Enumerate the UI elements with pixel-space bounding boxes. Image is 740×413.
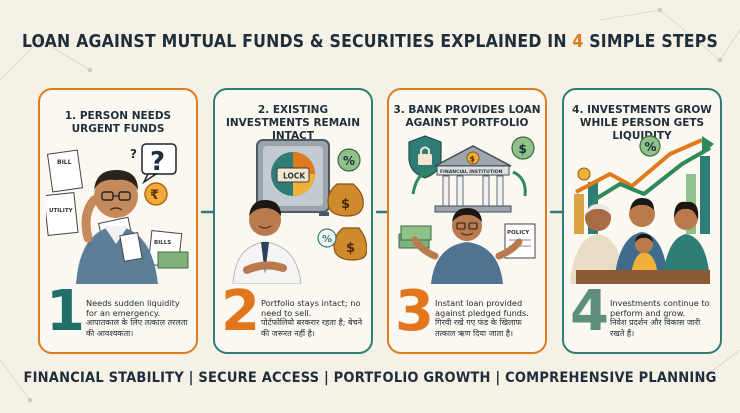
bank-dollar-label: $ — [470, 155, 476, 164]
step-4-panel: 4. INVESTMENTS GROW WHILE PERSON GETS LI… — [562, 88, 722, 354]
page-title: LOAN AGAINST MUTUAL FUNDS & SECURITIES E… — [0, 32, 740, 52]
svg-text:$: $ — [519, 142, 527, 156]
shield-lock-icon — [408, 135, 442, 179]
step-2-description: Portfolio stays intact; no need to sell.… — [261, 298, 367, 339]
lock-label: LOCK — [283, 172, 306, 181]
dollar-badge-icon: $ — [511, 136, 535, 160]
dollar-label-2: $ — [346, 241, 355, 256]
question-bubble-icon: ? — [141, 143, 177, 185]
percent-label-4: % — [645, 140, 657, 154]
percent-badge-icon-3: % — [639, 135, 661, 157]
svg-text:?: ? — [130, 147, 137, 161]
calm-person — [232, 200, 302, 284]
step-1-title: 1. PERSON NEEDS URGENT FUNDS — [64, 110, 172, 135]
step-2-desc-hi: पोर्टफोलियो बरकरार रहता है; बेचने की जरू… — [261, 318, 363, 338]
step-3-desc-en: Instant loan provided against pledged fu… — [435, 298, 529, 319]
money-bag-icon: $ — [327, 183, 364, 217]
utility-label: UTILITY — [49, 208, 74, 214]
percent-label-1: % — [343, 154, 355, 168]
step-1-number: 1 — [46, 279, 85, 344]
step-4-desc-en: Investments continue to perform and grow… — [610, 298, 710, 319]
percent-label-2: % — [322, 234, 332, 245]
step-1-desc-en: Needs sudden liquidity for an emergency. — [86, 298, 180, 319]
step-1-description: Needs sudden liquidity for an emergency.… — [86, 298, 192, 339]
rupee-coin-icon: ₹ — [144, 182, 168, 206]
bills-label: BILLS — [154, 240, 171, 246]
step-1-panel: 1. PERSON NEEDS URGENT FUNDS BILL UTILIT… — [38, 88, 198, 354]
step-4-description: Investments continue to perform and grow… — [610, 298, 716, 339]
step-3-title: 3. BANK PROVIDES LOAN AGAINST PORTFOLIO — [393, 104, 541, 129]
footer-tagline: FINANCIAL STABILITY | SECURE ACCESS | PO… — [23, 370, 717, 386]
title-number: 4 — [572, 32, 584, 52]
coin-icon — [577, 167, 591, 181]
step-3-description: Instant loan provided against pledged fu… — [435, 298, 541, 339]
bank-building-icon: $ FINANCIAL INSTITUTION — [434, 145, 512, 213]
step-4-title: 4. INVESTMENTS GROW WHILE PERSON GETS LI… — [572, 104, 712, 142]
step-4-desc-hi: निवेश प्रदर्शन और विकास जारी रखते हैं। — [610, 318, 701, 338]
smiling-person — [411, 208, 523, 284]
title-prefix: LOAN AGAINST MUTUAL FUNDS & SECURITIES E… — [21, 32, 573, 52]
step-3-number: 3 — [395, 279, 434, 344]
step-2-number: 2 — [221, 279, 260, 344]
percent-badge-icon-2: % — [317, 228, 337, 248]
family-group — [570, 198, 710, 284]
bill-label-1: BILL — [57, 159, 72, 166]
vault-safe-icon: LOCK — [256, 139, 330, 216]
dollar-label-1: $ — [341, 197, 350, 212]
bank-loan-illustration: $ FINANCIAL INSTITUTION $ POLICY — [398, 135, 536, 284]
step-3-desc-hi: गिरवी रखे गए फंड के खिलाफ तत्काल ऋण दिया… — [435, 318, 522, 338]
step-2-panel: 2. EXISTING INVESTMENTS REMAIN INTACT LO… — [213, 88, 373, 354]
title-suffix: SIMPLE STEPS — [583, 32, 719, 52]
policy-label: POLICY — [507, 230, 530, 236]
family-growth-illustration: % — [570, 135, 714, 284]
question-mark: ? — [150, 147, 165, 177]
rupee-symbol: ₹ — [150, 188, 159, 203]
worried-person — [76, 170, 158, 284]
step-1-desc-hi: आपातकाल के लिए तत्काल तरलता की आवश्यकता। — [86, 318, 188, 338]
step-2-desc-en: Portfolio stays intact; no need to sell. — [261, 298, 361, 319]
secure-vault-illustration: LOCK % $ $ % — [232, 139, 367, 284]
money-bag-icon-2: $ — [333, 227, 367, 261]
stressed-person-illustration: BILL UTILITY bill BILLS ? — [46, 143, 189, 284]
bank-label: FINANCIAL INSTITUTION — [440, 169, 503, 175]
step-3-panel: 3. BANK PROVIDES LOAN AGAINST PORTFOLIO … — [387, 88, 547, 354]
step-4-number: 4 — [570, 279, 609, 344]
percent-badge-icon: % — [337, 148, 361, 172]
